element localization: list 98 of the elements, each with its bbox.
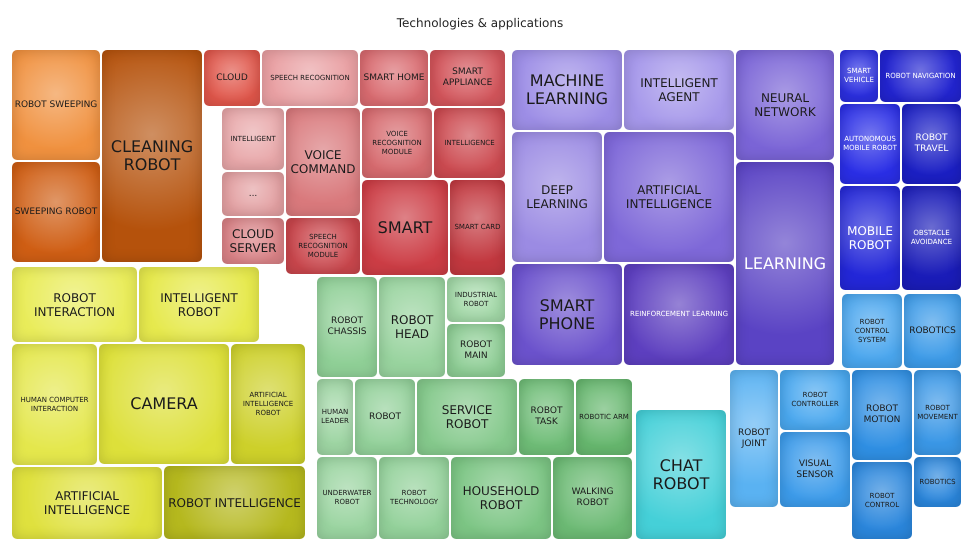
treemap-cell xyxy=(624,50,734,130)
treemap-cell xyxy=(204,50,260,106)
treemap-cell xyxy=(512,264,622,365)
treemap-cell xyxy=(12,344,97,465)
treemap-cell xyxy=(317,379,353,455)
treemap-cell xyxy=(286,218,360,274)
treemap-cell xyxy=(164,466,305,539)
cell-label: LEARNING xyxy=(744,254,826,272)
treemap-cell xyxy=(904,294,961,368)
treemap-cell xyxy=(379,277,445,377)
cell-label: SMART HOME xyxy=(364,72,424,84)
treemap-cell xyxy=(447,324,505,377)
treemap-cell xyxy=(417,379,517,455)
treemap-cell xyxy=(842,294,902,368)
cell-label: SMART APPLIANCE xyxy=(442,67,494,89)
cell-label: CLOUD xyxy=(216,72,248,84)
cell-label: ARTIFICIAL INTELLIGENCE xyxy=(624,183,714,211)
treemap-cell xyxy=(99,344,229,464)
cell-label: WALKING ROBOT xyxy=(570,487,614,509)
cell-label: VOICE COMMAND xyxy=(290,148,356,176)
treemap-cell xyxy=(355,379,415,455)
treemap-cell xyxy=(262,50,358,106)
treemap-cell xyxy=(512,50,622,130)
cell-label: INTELLIGENT ROBOT xyxy=(159,290,239,318)
treemap-cell xyxy=(780,432,850,507)
treemap-cell xyxy=(852,370,912,460)
cell-label: CHAT ROBOT xyxy=(652,456,710,492)
treemap-cell xyxy=(604,132,734,262)
cell-label: CLEANING ROBOT xyxy=(110,138,194,174)
treemap-cell xyxy=(902,104,961,184)
treemap-cell xyxy=(360,50,428,106)
cell-label: ROBOT MOTION xyxy=(862,404,902,426)
treemap-cell xyxy=(512,132,602,262)
cell-label: ... xyxy=(248,188,258,200)
treemap-cell xyxy=(840,104,900,184)
cell-label: ROBOT HEAD xyxy=(390,313,434,341)
cell-label: ROBOTICS xyxy=(909,326,956,336)
treemap-cell xyxy=(730,370,778,507)
cell-label: ROBOT INTELLIGENCE xyxy=(168,496,301,510)
cell-label: ROBOT xyxy=(369,412,401,422)
treemap-cell xyxy=(636,410,726,539)
cell-label: CLOUD SERVER xyxy=(228,227,278,255)
treemap-cell xyxy=(880,50,961,102)
treemap-cell xyxy=(222,172,284,216)
treemap-cell xyxy=(519,379,574,455)
treemap-cell xyxy=(852,462,912,539)
treemap-cell xyxy=(317,277,377,377)
treemap-cell xyxy=(362,108,432,178)
treemap-cell xyxy=(780,370,850,430)
treemap-cell xyxy=(12,467,162,539)
cell-label: DEEP LEARNING xyxy=(525,183,589,211)
treemap-cell xyxy=(434,108,505,178)
treemap-cell xyxy=(317,457,377,539)
cell-label: ROBOT TASK xyxy=(530,406,564,428)
treemap-cell xyxy=(430,50,505,106)
treemap-cell xyxy=(12,50,100,160)
cell-label: HOUSEHOLD ROBOT xyxy=(462,484,540,512)
cell-label: ROBOT JOINT xyxy=(737,428,771,450)
chart-title: Technologies & applications xyxy=(396,15,564,32)
treemap-cell xyxy=(736,162,834,365)
cell-label: ROBOT MAIN xyxy=(459,340,493,362)
treemap-cell xyxy=(840,186,900,290)
treemap-cell xyxy=(12,267,137,342)
treemap-cell xyxy=(553,457,632,539)
treemap-cell xyxy=(286,108,360,216)
treemap-cell xyxy=(102,50,202,262)
treemap-cell xyxy=(902,186,961,290)
treemap-cell xyxy=(362,180,448,275)
treemap-cell xyxy=(576,379,632,455)
cell-label: MACHINE LEARNING xyxy=(524,72,610,108)
cell-label: ROBOT INTERACTION xyxy=(33,290,116,318)
treemap-cell xyxy=(447,277,505,322)
treemap-cell xyxy=(914,370,961,455)
treemap-cell xyxy=(222,108,284,170)
cell-label: VISUAL SENSOR xyxy=(795,458,835,480)
cell-label: NEURAL NETWORK xyxy=(753,91,817,119)
treemap-cell xyxy=(222,218,284,264)
cell-label: ROBOT TRAVEL xyxy=(914,133,950,155)
treemap-cell xyxy=(450,180,505,275)
treemap-cell xyxy=(139,267,259,342)
treemap-cell xyxy=(12,162,100,262)
treemap-cell xyxy=(231,344,305,464)
treemap-cell xyxy=(840,50,878,102)
treemap-cell xyxy=(624,264,734,365)
cell-label: SERVICE ROBOT xyxy=(440,403,494,431)
cell-label: SWEEPING ROBOT xyxy=(14,206,98,218)
treemap-cell xyxy=(379,457,449,539)
cell-label: SMART PHONE xyxy=(538,296,596,332)
cell-label: SMART xyxy=(378,218,432,236)
treemap-cell xyxy=(914,457,961,507)
cell-label: ARTIFICIAL INTELLIGENCE xyxy=(42,489,132,517)
cell-label: INTELLIGENT AGENT xyxy=(639,76,719,104)
cell-label: CAMERA xyxy=(130,395,198,413)
treemap-cell xyxy=(736,50,834,160)
cell-label: MOBILE ROBOT xyxy=(846,224,894,252)
treemap-cell xyxy=(451,457,551,539)
cell-label: ROBOT SWEEPING xyxy=(14,100,98,110)
cell-label: ROBOT CHASSIS xyxy=(326,316,368,338)
